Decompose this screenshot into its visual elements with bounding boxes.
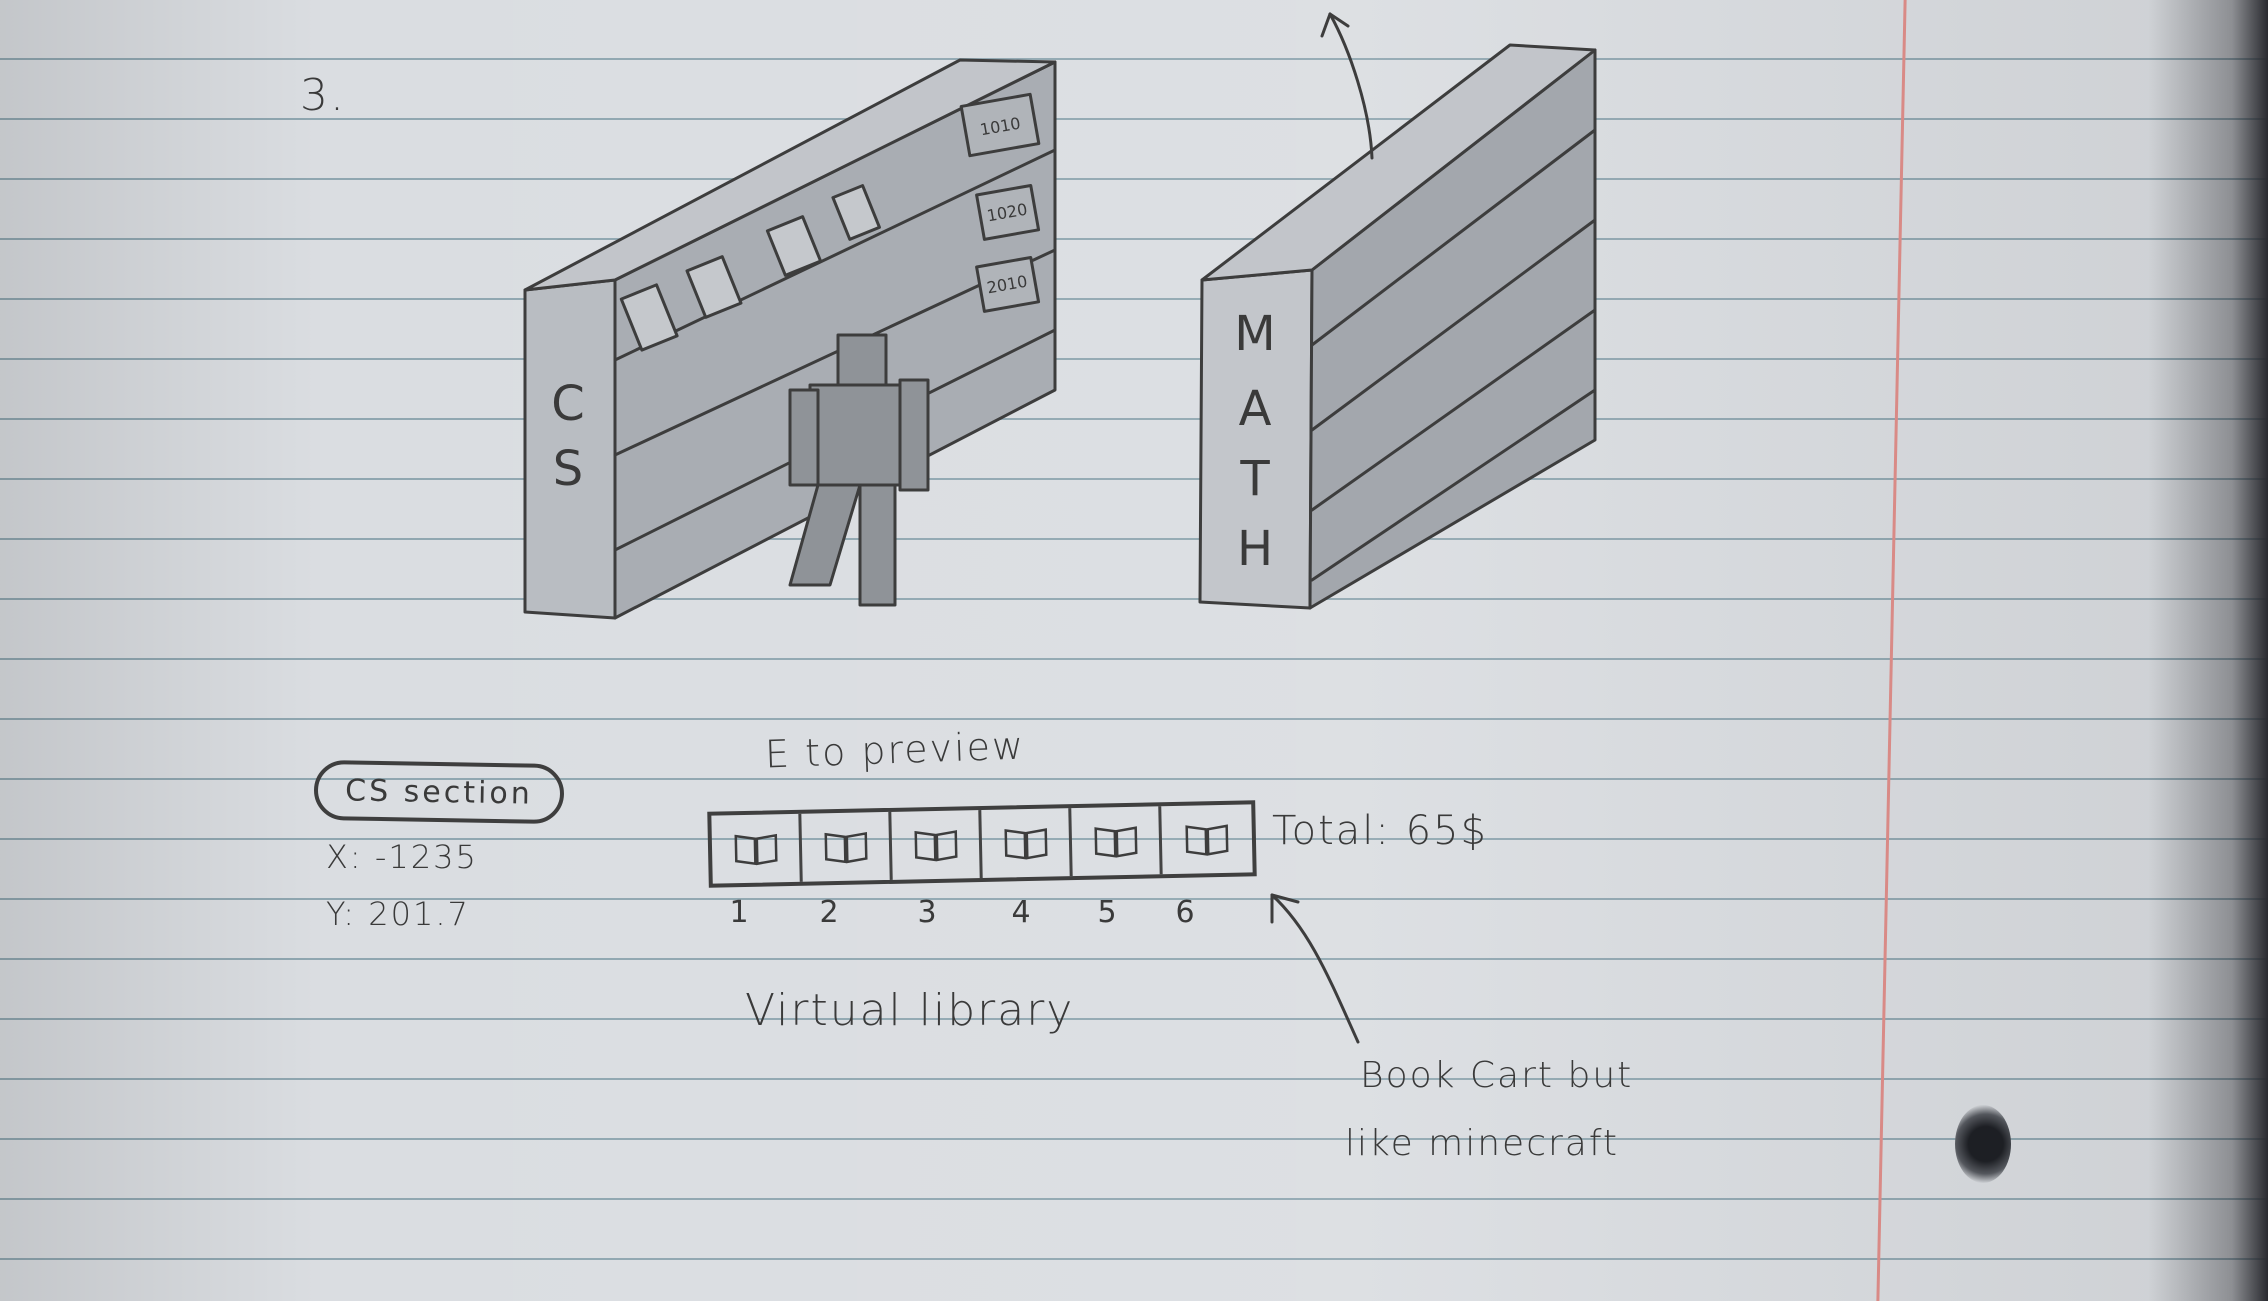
- hotbar-slot-5[interactable]: [1071, 806, 1163, 877]
- hotbar-slot-6[interactable]: [1161, 804, 1252, 874]
- slot-number: 5: [1097, 895, 1117, 930]
- hotbar-slot-4[interactable]: [981, 808, 1073, 878]
- book-icon: [619, 184, 881, 352]
- hotbar-slot-2[interactable]: [801, 811, 893, 882]
- open-book-icon: [1003, 828, 1048, 860]
- annotation-arrow-icon: [1270, 893, 1360, 1044]
- page-number: 3.: [300, 70, 346, 121]
- preview-hint: E to preview: [764, 723, 1026, 777]
- hotbar-slot-1[interactable]: [711, 813, 803, 884]
- x-coordinate: X: -1235: [326, 838, 478, 876]
- open-book-icon: [1093, 826, 1137, 858]
- shelf-letter: H: [1237, 521, 1273, 577]
- shelf-letter: T: [1239, 451, 1270, 507]
- punch-hole: [1955, 1105, 2011, 1183]
- slot-number: 6: [1175, 895, 1195, 930]
- slot-number: 3: [917, 895, 937, 930]
- shelf-letter: A: [1239, 381, 1272, 437]
- cart-total: Total: 65$: [1272, 808, 1488, 854]
- caption: Virtual library: [745, 985, 1075, 1036]
- slot-number: 2: [819, 895, 839, 930]
- y-coordinate: Y: 201.7: [326, 895, 470, 933]
- slot-number: 4: [1011, 895, 1031, 930]
- annotation-line: like minecraft: [1345, 1123, 1620, 1164]
- math-shelf: [1198, 12, 1597, 610]
- shelf-letter: M: [1234, 306, 1275, 362]
- hotbar-slot-3[interactable]: [891, 810, 983, 880]
- hotbar: [707, 800, 1257, 888]
- shelf-letter: C: [551, 376, 585, 432]
- open-book-icon: [823, 831, 868, 864]
- arrow-up-icon: [1328, 12, 1374, 160]
- spiral-binding: [2148, 0, 2268, 1301]
- cs-shelf: [523, 58, 1057, 620]
- open-book-icon: [1185, 824, 1229, 856]
- shelf-letter: S: [553, 441, 583, 497]
- annotation-line: Book Cart but: [1360, 1055, 1634, 1096]
- section-badge: CS section: [313, 759, 565, 825]
- open-book-icon: [734, 833, 778, 866]
- player-figure-icon: [788, 333, 930, 607]
- slot-number: 1: [729, 895, 749, 930]
- open-book-icon: [913, 830, 958, 862]
- section-label: CS section: [344, 772, 534, 812]
